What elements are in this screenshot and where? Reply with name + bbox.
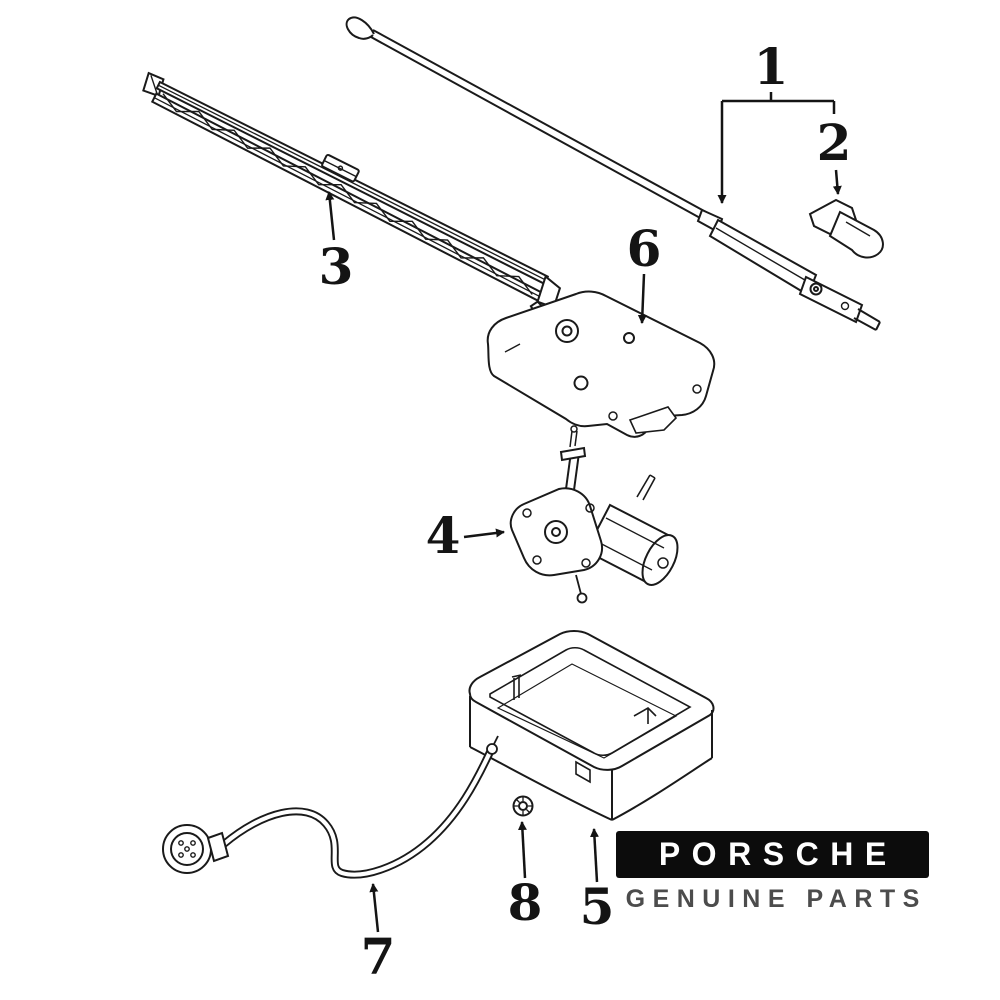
porsche-wordmark: PORSCHE: [658, 836, 898, 872]
grommet-part: [512, 795, 534, 817]
callout-8-label: 8: [508, 873, 543, 932]
callout-6: 6: [627, 219, 662, 324]
callout-7-label: 7: [361, 927, 396, 986]
callout-4-arrow: [463, 528, 505, 539]
callout-5-label: 5: [580, 877, 615, 936]
callout-4: 4: [426, 506, 505, 565]
wiper-arm-part: [345, 16, 881, 331]
callout-2: 2: [817, 113, 852, 195]
callout-2-label: 2: [817, 113, 852, 172]
mounting-tray-part: [468, 630, 715, 821]
wiper-motor-part: [509, 425, 679, 604]
callout-4-label: 4: [426, 506, 461, 565]
callout-2-arrow: [832, 169, 842, 195]
callout-7-arrow: [369, 883, 380, 933]
callouts: 1 2 3 6 4 5 8: [319, 37, 852, 986]
mounting-plate-part: [486, 290, 716, 438]
callout-1-label: 1: [754, 37, 789, 96]
porsche-logo-bar: PORSCHE: [616, 831, 929, 878]
callout-3: 3: [319, 191, 354, 296]
callout-7: 7: [361, 883, 396, 986]
callout-6-arrow: [637, 273, 647, 324]
callout-3-arrow: [325, 191, 336, 241]
callout-3-label: 3: [319, 237, 354, 296]
wiper-blade-part: [142, 71, 562, 319]
callout-5-arrow: [589, 828, 599, 883]
callout-1-bracket: [722, 92, 836, 114]
callout-5: 5: [580, 828, 615, 936]
callout-1: 1: [717, 37, 836, 204]
arm-cap-part: [808, 198, 884, 259]
wiring-harness-part: [162, 735, 499, 879]
callout-6-label: 6: [627, 219, 662, 278]
callout-8-arrow: [517, 821, 527, 879]
callout-8: 8: [508, 821, 543, 932]
genuine-parts-tagline: GENUINE PARTS: [625, 885, 927, 913]
